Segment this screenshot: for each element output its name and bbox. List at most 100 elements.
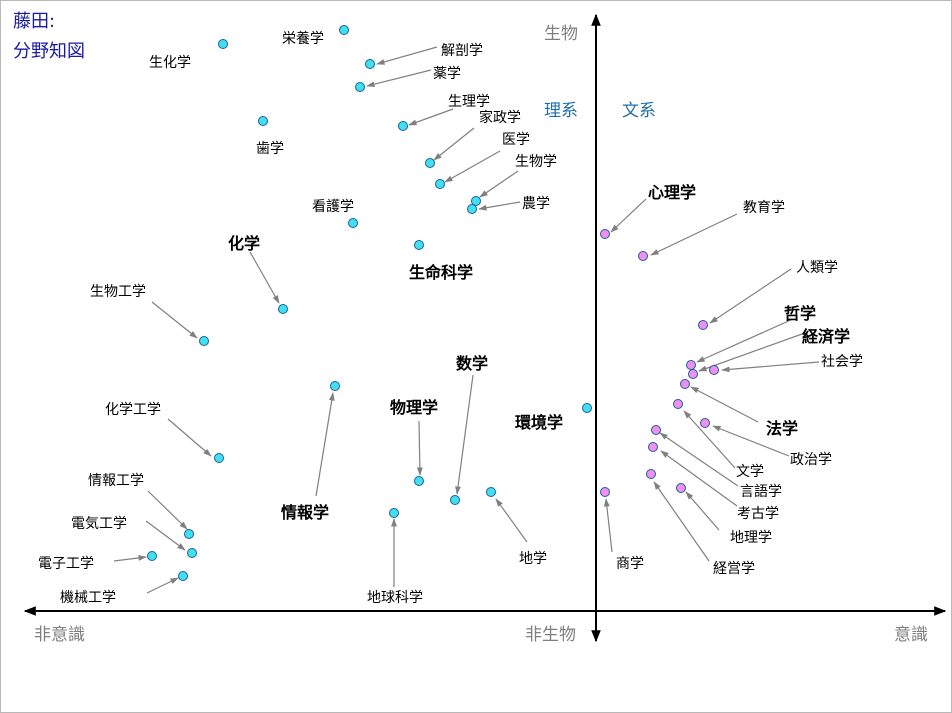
home-economics-label: 家政学 [479, 109, 521, 126]
dentistry-point [258, 116, 268, 126]
mechanical-engineering-leader-arrow [146, 577, 179, 594]
education-point [638, 251, 648, 261]
information-engineering-leader-arrow [147, 490, 188, 530]
commerce-leader-arrow [603, 498, 613, 553]
mechanical-engineering-point [178, 571, 188, 581]
anthropology-label: 人類学 [796, 260, 838, 276]
physics-point [414, 476, 424, 486]
physics-leader-arrow [416, 420, 423, 476]
axis-label-right: 意識 [894, 625, 928, 645]
linguistics-leader-arrow [659, 432, 739, 487]
commerce-point [600, 487, 610, 497]
literature-label: 文学 [736, 464, 764, 480]
commerce-label: 商学 [616, 556, 644, 572]
chemical-engineering-leader-arrow [167, 418, 212, 457]
sociology-leader-arrow [721, 361, 820, 373]
life-science-point [414, 240, 424, 250]
electronic-engineering-label: 電子工学 [38, 556, 94, 572]
biochemistry-label: 生化学 [149, 55, 191, 71]
anatomy-label: 解剖学 [441, 43, 483, 59]
earth-science-point [389, 508, 399, 518]
archaeology-leader-arrow [660, 450, 738, 507]
map-title-line-1: 藤田: [13, 11, 56, 32]
environmental-science-label: 環境学 [515, 413, 563, 432]
philosophy-leader-arrow [696, 318, 794, 363]
economics-label: 経済学 [802, 327, 850, 346]
field-points [147, 25, 719, 581]
axis-label-bottom: 非生物 [525, 625, 576, 645]
anthropology-leader-arrow [709, 268, 792, 324]
humanities-side-label: 文系 [622, 101, 656, 121]
mathematics-label: 数学 [456, 354, 488, 373]
field-labels: 生化学栄養学解剖学薬学生理学家政学歯学医学生物学農学看護学化学生命科学生物工学数… [38, 30, 863, 606]
business-administration-point [646, 469, 656, 479]
medicine-label: 医学 [502, 132, 530, 148]
business-administration-leader-arrow [653, 481, 710, 562]
earth-science-label: 地球科学 [367, 590, 423, 606]
psychology-leader-arrow [610, 198, 647, 233]
physiology-point [398, 121, 408, 131]
informatics-leader-arrow [315, 392, 335, 497]
home-economics-leader-arrow [433, 127, 475, 161]
informatics-point [330, 381, 340, 391]
literature-leader-arrow [683, 410, 736, 469]
pharmacy-leader-arrow [366, 69, 432, 88]
chemical-engineering-point [214, 453, 224, 463]
nursing-label: 看護学 [312, 199, 354, 215]
medicine-leader-arrow [444, 150, 501, 183]
human-geography-label: 地理学 [730, 530, 772, 546]
nutrition-point [339, 25, 349, 35]
law-leader-arrow [690, 386, 759, 423]
political-science-label: 政治学 [790, 452, 832, 468]
chemistry-point [278, 304, 288, 314]
informatics-label: 情報学 [281, 503, 329, 522]
chemistry-label: 化学 [228, 234, 260, 253]
nursing-point [348, 218, 358, 228]
linguistics-point [651, 425, 661, 435]
bioengineering-point [199, 336, 209, 346]
linguistics-label: 言語学 [740, 484, 782, 500]
geography-label: 地学 [519, 551, 547, 567]
archaeology-point [648, 442, 658, 452]
sociology-point [709, 365, 719, 375]
sociology-label: 社会学 [821, 354, 863, 370]
chemistry-leader-arrow [249, 251, 280, 304]
leader-lines [113, 46, 820, 594]
anatomy-leader-arrow [376, 46, 438, 65]
information-engineering-point [184, 529, 194, 539]
mathematics-point [450, 495, 460, 505]
nutrition-label: 栄養学 [282, 30, 324, 47]
science-side-label: 理系 [544, 101, 578, 121]
medicine-point [435, 179, 445, 189]
axis-label-top: 生物 [544, 24, 578, 44]
electrical-engineering-label: 電気工学 [71, 516, 127, 532]
physiology-label: 生理学 [448, 94, 490, 110]
literature-point [673, 399, 683, 409]
map-title-line-2: 分野知図 [13, 41, 85, 62]
electronic-engineering-point [147, 551, 157, 561]
archaeology-label: 考古学 [737, 506, 779, 522]
geography-point [486, 487, 496, 497]
political-science-leader-arrow [712, 425, 790, 457]
human-geography-leader-arrow [685, 491, 720, 531]
psychology-point [600, 229, 610, 239]
law-label: 法学 [766, 419, 798, 438]
anatomy-point [365, 59, 375, 69]
bioengineering-label: 生物工学 [90, 284, 146, 300]
electrical-engineering-leader-arrow [145, 520, 186, 551]
philosophy-label: 哲学 [784, 304, 816, 323]
pharmacy-point [355, 82, 365, 92]
economics-point [688, 369, 698, 379]
bioengineering-leader-arrow [151, 301, 198, 339]
physiology-leader-arrow [408, 108, 454, 126]
electronic-engineering-leader-arrow [113, 555, 147, 562]
agriculture-point [467, 204, 477, 214]
dentistry-label: 歯学 [256, 141, 284, 157]
physics-label: 物理学 [390, 398, 438, 417]
axis-label-left: 非意識 [34, 625, 85, 645]
home-economics-point [425, 158, 435, 168]
anthropology-point [698, 320, 708, 330]
economics-leader-arrow [698, 333, 803, 372]
